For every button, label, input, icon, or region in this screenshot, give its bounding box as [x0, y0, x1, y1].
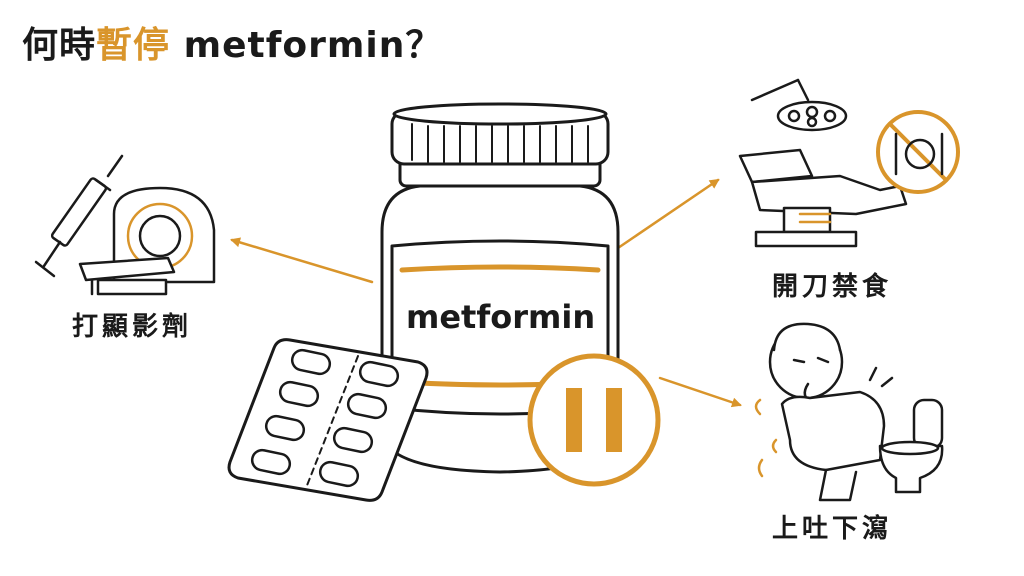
operating-table-icon: [738, 148, 908, 248]
ct-scanner-icon: [78, 186, 216, 296]
bottle-label: metformin: [406, 298, 596, 336]
sick-person-icon: [754, 322, 894, 502]
no-eating-icon: [876, 110, 960, 194]
pill-blister-icon: [227, 338, 429, 502]
title-suffix: metformin？: [170, 25, 443, 66]
label-vomit-diarrhea: 上吐下瀉: [772, 514, 893, 544]
page-title: 何時暫停 metformin？: [22, 16, 442, 68]
syringe-icon: [34, 154, 124, 278]
toilet-icon: [878, 398, 944, 494]
arrow-to-contrast: [230, 237, 374, 284]
title-prefix: 何時: [22, 25, 97, 66]
surgical-lamp-icon: [750, 78, 848, 132]
label-contrast-scan: 打顯影劑: [72, 312, 193, 342]
arrow-to-surgery: [616, 178, 720, 250]
title-highlight: 暫停: [96, 25, 171, 66]
label-surgery-fasting: 開刀禁食: [772, 272, 893, 302]
pause-icon: [527, 353, 661, 487]
arrow-to-vomit: [658, 376, 742, 408]
